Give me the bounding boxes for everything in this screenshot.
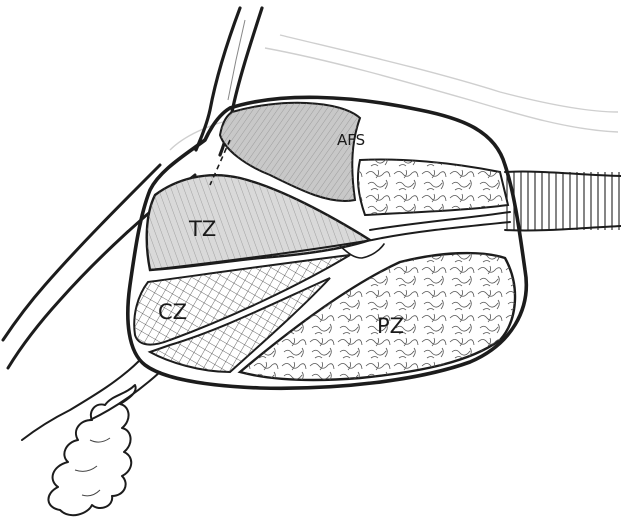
label-cz: CZ	[158, 300, 187, 324]
label-pz: PZ	[377, 314, 404, 338]
seminal-vesicle-sketch	[48, 385, 135, 515]
label-afs: AFS	[337, 131, 365, 149]
label-tz: TZ	[188, 217, 216, 241]
peripheral-zone-upper	[358, 160, 508, 216]
distal-urethra-tube	[505, 172, 621, 231]
